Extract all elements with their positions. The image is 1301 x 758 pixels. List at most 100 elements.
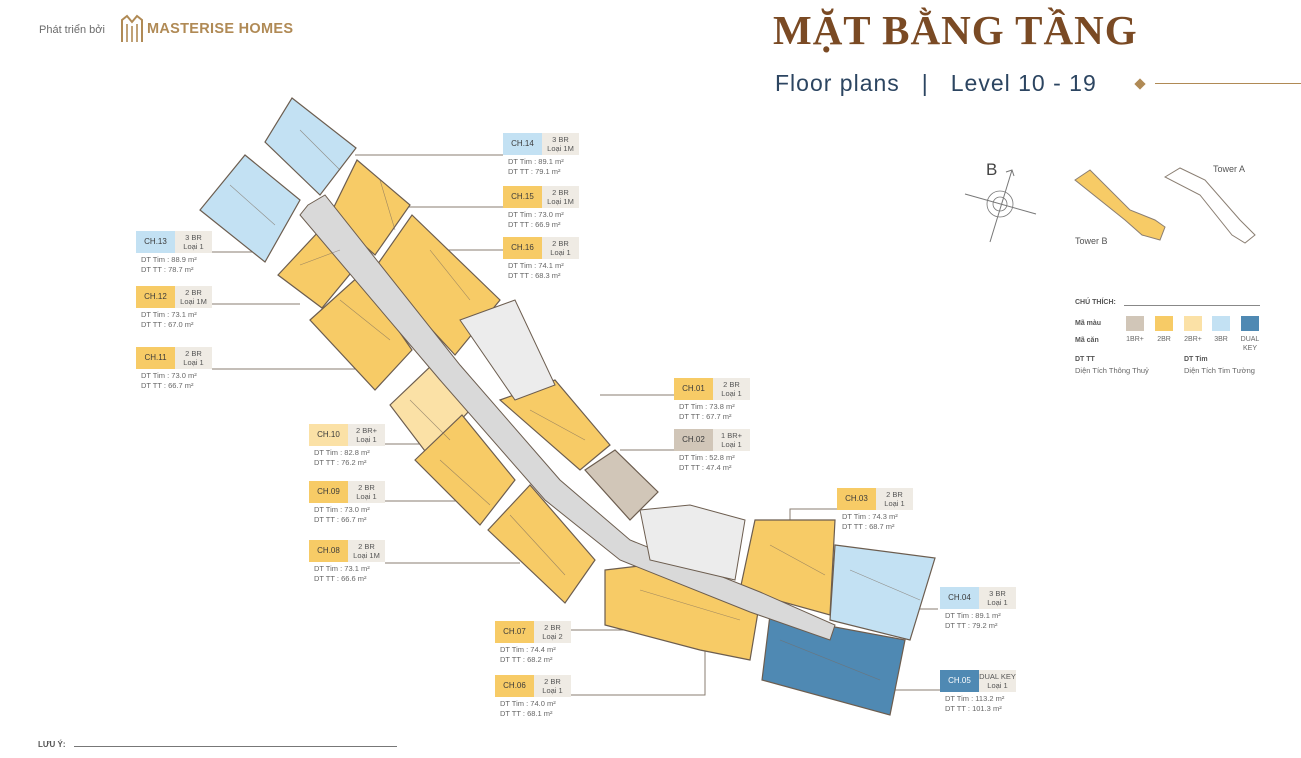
unit-dt-tt: DT TT : 66.9 m²: [508, 220, 561, 229]
unit-type: Loại 1: [356, 492, 377, 501]
unit-dt-tim: DT Tim : 113.2 m²: [945, 694, 1005, 703]
unit-bedrooms: 2 BR: [544, 677, 561, 686]
unit-type: Loại 1: [542, 686, 563, 695]
unit-dt-tim: DT Tim : 73.0 m²: [508, 210, 564, 219]
unit-dt-tt: DT TT : 66.7 m²: [314, 515, 367, 524]
unit-bedrooms: 2 BR: [185, 288, 202, 297]
unit-dt-tim: DT Tim : 74.4 m²: [500, 645, 556, 654]
unit-dt-tim: DT Tim : 74.3 m²: [842, 512, 898, 521]
legend-swatch-2br: [1155, 316, 1173, 331]
tower-a-label: Tower A: [1213, 164, 1246, 174]
unit-dt-tt: DT TT : 68.7 m²: [842, 522, 895, 531]
subtitle-level-range: Level 10 - 19: [950, 70, 1097, 96]
plan-unit-ch08: [487, 484, 596, 604]
unit-dt-tt: DT TT : 78.7 m²: [141, 265, 194, 274]
plan-unit-ch13: [199, 154, 301, 263]
unit-bedrooms: 2 BR: [358, 542, 375, 551]
plan-core-lower: [639, 504, 746, 581]
unit-dt-tim: DT Tim : 88.9 m²: [141, 255, 197, 264]
unit-bedrooms: 1 BR+: [720, 431, 743, 440]
unit-bedrooms: 2 BR+: [355, 426, 378, 435]
unit-code: CH.01: [674, 378, 713, 400]
masterise-logo-icon: [121, 14, 143, 42]
tower-b-label: Tower B: [1075, 236, 1108, 246]
legend-swatch-2br-plus: [1184, 316, 1202, 331]
unit-bedrooms: 3 BR: [552, 135, 569, 144]
legend-label-3br: 3BR: [1214, 336, 1228, 343]
unit-bedrooms: 2 BR: [886, 490, 903, 499]
plan-unit-ch02: [584, 449, 659, 521]
legend-dt-tt-body: Diện Tích Thông Thuỷ: [1075, 366, 1149, 375]
unit-code: CH.05: [940, 670, 979, 692]
unit-label-ch10: CH.10 2 BR+Loại 1 DT Tim : 82.8 m² DT TT…: [309, 424, 385, 468]
unit-code: CH.06: [495, 675, 534, 697]
unit-dt-tim: DT Tim : 73.1 m²: [141, 310, 197, 319]
compass-icon: [964, 169, 1037, 243]
unit-dt-tim: DT Tim : 52.8 m²: [679, 453, 735, 462]
unit-dt-tt: DT TT : 67.0 m²: [141, 320, 194, 329]
unit-bedrooms: 2 BR: [544, 623, 561, 632]
unit-dt-tt: DT TT : 68.3 m²: [508, 271, 561, 280]
unit-code: CH.03: [837, 488, 876, 510]
page-title: MẶT BẰNG TẦNG: [773, 7, 1138, 53]
note-rule: [74, 746, 397, 747]
unit-dt-tt: DT TT : 79.2 m²: [945, 621, 998, 630]
unit-code: CH.11: [136, 347, 175, 369]
unit-type: Loại 1M: [547, 197, 574, 206]
legend-dt-tim-head: DT Tim: [1184, 356, 1208, 363]
unit-code: CH.16: [503, 237, 542, 259]
unit-dt-tt: DT TT : 76.2 m²: [314, 458, 367, 467]
unit-dt-tt: DT TT : 68.2 m²: [500, 655, 553, 664]
unit-bedrooms: 2 BR: [185, 349, 202, 358]
legend-dt-tim-body: Diện Tích Tim Tường: [1184, 366, 1255, 375]
unit-type: Loại 2: [542, 632, 563, 641]
unit-dt-tt: DT TT : 66.7 m²: [141, 381, 194, 390]
unit-dt-tt: DT TT : 66.6 m²: [314, 574, 367, 583]
unit-type: Loại 1: [721, 440, 742, 449]
legend-label-1br-plus: 1BR+: [1126, 336, 1144, 343]
legend-dt-tt-head: DT TT: [1075, 356, 1095, 363]
unit-code: CH.04: [940, 587, 979, 609]
legend-swatch-3br: [1212, 316, 1230, 331]
unit-dt-tim: DT Tim : 73.0 m²: [141, 371, 197, 380]
plan-unit-ch04: [829, 544, 936, 641]
legend-color-label: Mã màu: [1075, 320, 1102, 327]
unit-code: CH.02: [674, 429, 713, 451]
unit-dt-tim: DT Tim : 89.1 m²: [508, 157, 564, 166]
unit-dt-tt: DT TT : 101.3 m²: [945, 704, 1002, 713]
unit-type: Loại 1M: [547, 144, 574, 153]
subtitle-floor-plans: Floor plans: [775, 70, 900, 96]
plan-unit-ch11: [309, 274, 413, 391]
legend-swatch-1br-plus: [1126, 316, 1144, 331]
unit-type: Loại 1: [356, 435, 377, 444]
plan-room-lines: [229, 129, 921, 681]
tower-a-keyplan: [1163, 167, 1256, 244]
page-subtitle: Floor plans|Level 10 - 19: [775, 70, 1097, 97]
unit-dt-tim: DT Tim : 74.0 m²: [500, 699, 556, 708]
unit-bedrooms: 2 BR: [552, 239, 569, 248]
unit-type: Loại 1: [721, 389, 742, 398]
unit-bedrooms: 3 BR: [185, 233, 202, 242]
legend-code-label: Mã căn: [1075, 337, 1099, 344]
unit-bedrooms: 2 BR: [723, 380, 740, 389]
unit-dt-tt: DT TT : 47.4 m²: [679, 463, 732, 472]
unit-dt-tim: DT Tim : 73.1 m²: [314, 564, 370, 573]
unit-code: CH.08: [309, 540, 348, 562]
unit-type: Loại 1: [183, 242, 204, 251]
brand-name: MASTERISE HOMES: [147, 21, 294, 37]
unit-dt-tt: DT TT : 79.1 m²: [508, 167, 561, 176]
unit-code: CH.15: [503, 186, 542, 208]
unit-dt-tt: DT TT : 67.7 m²: [679, 412, 732, 421]
unit-dt-tim: DT Tim : 73.8 m²: [679, 402, 735, 411]
unit-dt-tim: DT Tim : 82.8 m²: [314, 448, 370, 457]
compass-letter: B: [986, 160, 998, 179]
unit-label-ch02: CH.02 1 BR+Loại 1 DT Tim : 52.8 m² DT TT…: [674, 429, 750, 473]
